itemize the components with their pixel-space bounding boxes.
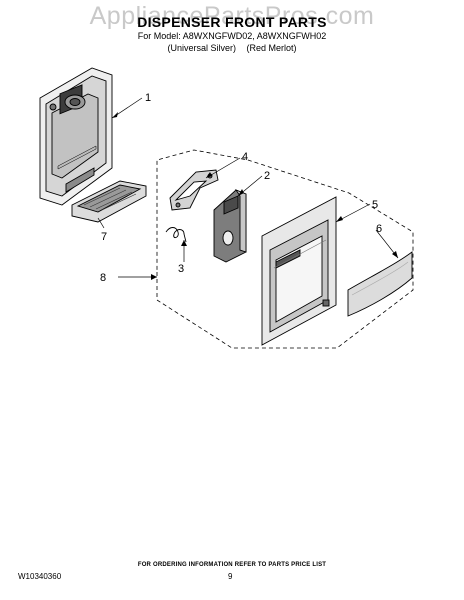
page-number: 9 [228, 572, 233, 581]
ordering-note: FOR ORDERING INFORMATION REFER TO PARTS … [137, 562, 327, 568]
assembly-outline [156, 149, 414, 349]
callout-5: 5 [372, 199, 378, 211]
part-actuator-paddle [213, 189, 247, 263]
leader-arrowheads [112, 112, 398, 280]
part-dispenser-housing [39, 67, 113, 206]
part-front-trim [261, 196, 337, 346]
callout-3: 3 [178, 263, 184, 275]
part-spring [165, 227, 187, 243]
document-number: W10340360 [18, 572, 62, 581]
callout-8: 8 [100, 272, 106, 284]
callout-1: 1 [145, 92, 151, 104]
variant-red-merlot: (Red Merlot) [246, 43, 297, 53]
variant-line: (Universal Silver) (Red Merlot) [0, 43, 464, 53]
watermark: AppliancePartsPros.com [89, 2, 375, 30]
model-line: For Model: A8WXNGFWD02, A8WXNGFWH02 [137, 31, 327, 41]
callout-6: 6 [376, 223, 382, 235]
part-actuator-bracket [169, 169, 219, 211]
part-decorative-strip [347, 251, 413, 317]
variant-universal-silver: (Universal Silver) [167, 43, 236, 53]
callout-4: 4 [242, 151, 248, 163]
callout-7: 7 [101, 231, 107, 243]
callout-2: 2 [264, 170, 270, 182]
page-title: DISPENSER FRONT PARTS [137, 14, 327, 30]
part-drip-tray [71, 180, 147, 223]
